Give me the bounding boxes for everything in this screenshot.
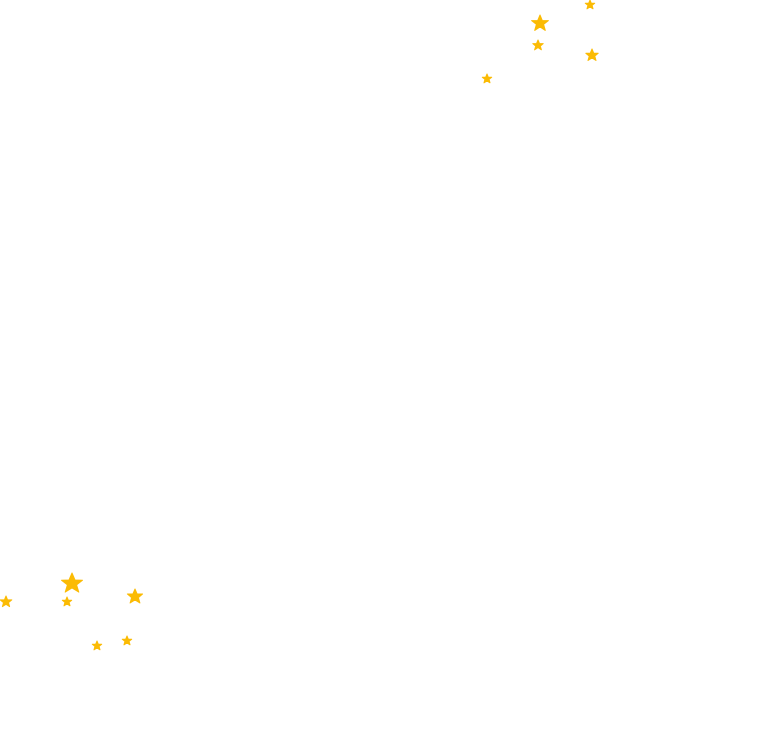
star-icon	[0, 595, 13, 608]
star-icon	[61, 572, 83, 593]
star-icon	[584, 0, 596, 10]
star-cluster-bottom-left	[0, 572, 144, 651]
star-icon	[531, 14, 549, 31]
star-icon	[532, 39, 544, 51]
star-icon	[61, 596, 73, 607]
star-icon	[121, 635, 133, 646]
star-cluster-top-right	[481, 0, 599, 84]
star-icon	[126, 588, 144, 604]
star-icon	[585, 48, 599, 61]
star-icon	[91, 640, 103, 651]
star-icon	[481, 73, 493, 84]
